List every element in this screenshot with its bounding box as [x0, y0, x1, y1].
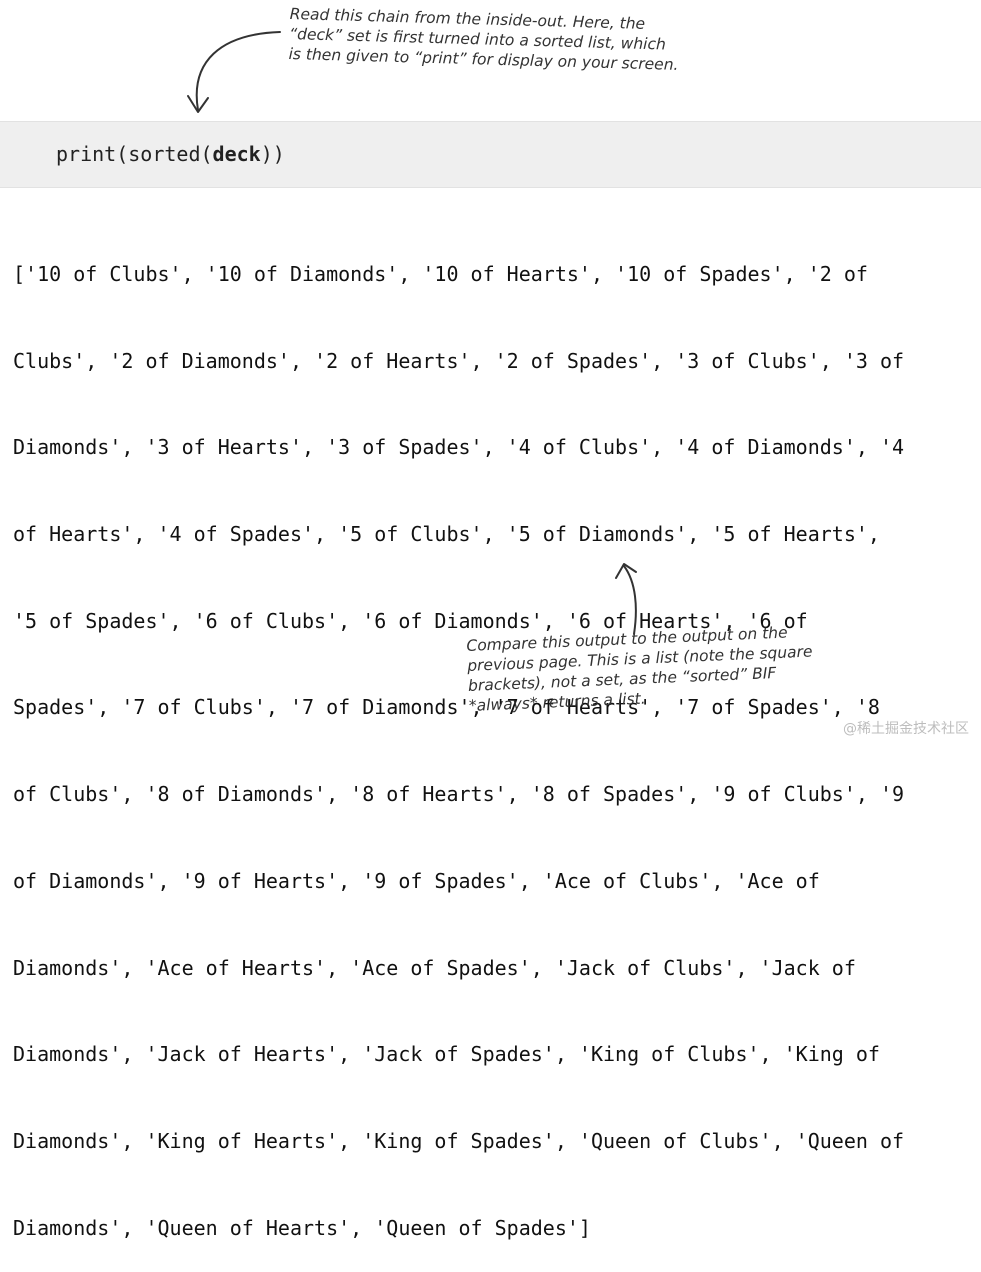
output-block: ['10 of Clubs', '10 of Diamonds', '10 of… — [13, 202, 973, 1272]
watermark: @稀土掘金技术社区 — [843, 721, 969, 737]
output-line: of Diamonds', '9 of Hearts', '9 of Spade… — [13, 868, 820, 893]
code-argument: deck — [212, 142, 261, 166]
output-line: '5 of Spades', '6 of Clubs', '6 of Diamo… — [13, 608, 808, 633]
output-line: of Hearts', '4 of Spades', '5 of Clubs',… — [13, 521, 880, 546]
output-line: Spades', '7 of Clubs', '7 of Diamonds', … — [13, 695, 880, 720]
output-line: Diamonds', 'Queen of Hearts', 'Queen of … — [13, 1215, 591, 1240]
up-arrow-icon — [615, 563, 637, 635]
output-line: of Clubs', '8 of Diamonds', '8 of Hearts… — [13, 782, 905, 807]
top-annotation: Read this chain from the inside-out. Her… — [288, 4, 720, 76]
code-prefix: print(sorted( — [56, 142, 213, 166]
code-suffix: )) — [260, 142, 285, 166]
output-line: Clubs', '2 of Diamonds', '2 of Hearts', … — [13, 348, 905, 373]
output-line: Diamonds', 'King of Hearts', 'King of Sp… — [13, 1129, 905, 1153]
curved-arrow-icon — [187, 31, 281, 113]
bottom-annotation: Compare this output to the output on the… — [466, 621, 839, 716]
output-line: ['10 of Clubs', '10 of Diamonds', '10 of… — [13, 261, 868, 286]
output-line: Diamonds', '3 of Hearts', '3 of Spades',… — [13, 435, 905, 460]
output-line: Diamonds', 'Jack of Hearts', 'Jack of Sp… — [13, 1042, 880, 1067]
code-cell[interactable]: print(sorted(deck)) — [0, 121, 981, 188]
output-line: Diamonds', 'Ace of Hearts', 'Ace of Spad… — [13, 955, 856, 980]
code-line: print(sorted(deck)) — [56, 142, 285, 166]
